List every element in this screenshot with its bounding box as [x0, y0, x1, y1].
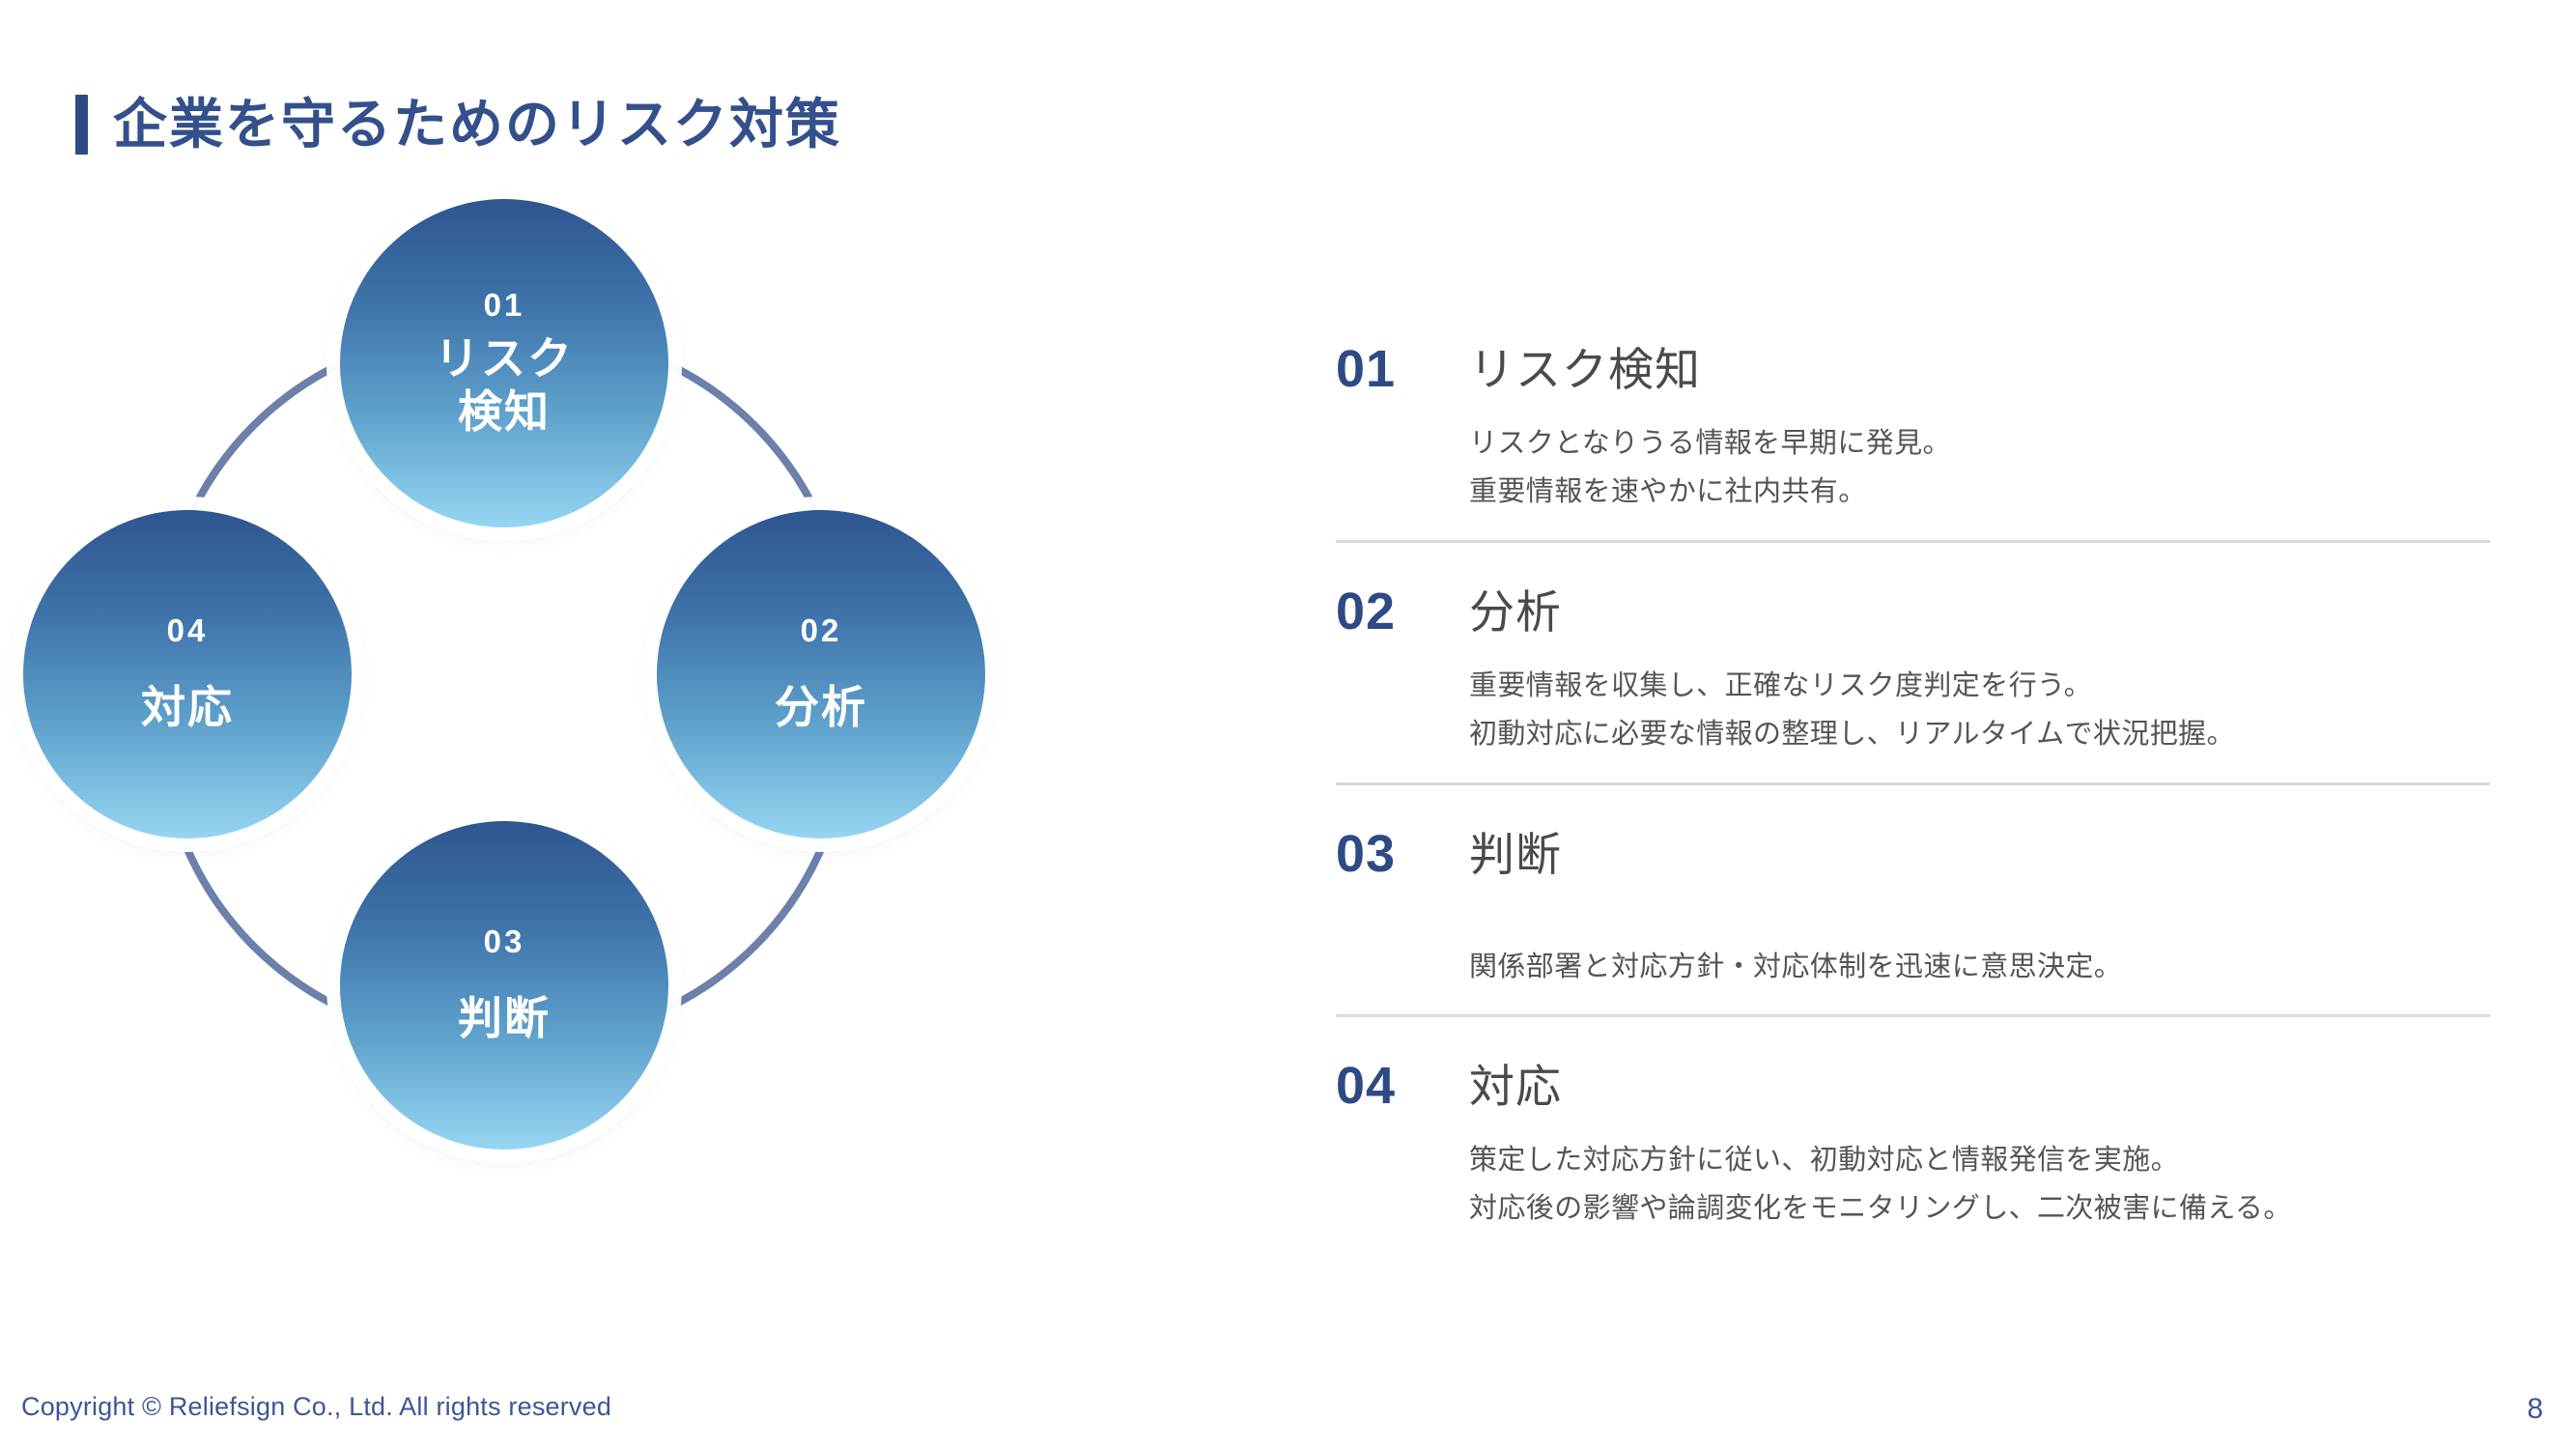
list-item-title: 対応	[1469, 1061, 1562, 1113]
list-item-header: 04 対応	[1336, 1060, 2490, 1112]
cycle-arc-ring	[184, 355, 825, 1016]
list-item-02: 02 分析 重要情報を収集し、正確なリスク度判定を行う。 初動対応に必要な情報の…	[1336, 585, 2490, 799]
list-item-body-line1: 策定した対応方針に従い、初動対応と情報発信を実施。	[1469, 1145, 2180, 1177]
list-item-body-line1: 関係部署と対応方針・対応体制を迅速に意思決定。	[1469, 951, 2123, 982]
title-label: 企業を守るためのリスク対策	[113, 94, 841, 155]
list-divider	[1336, 1014, 2490, 1018]
page-title: 企業を守るためのリスク対策	[75, 95, 841, 155]
list-item-title: 判断	[1469, 828, 1562, 880]
list-item-04: 04 対応 策定した対応方針に従い、初動対応と情報発信を実施。 対応後の影響や論…	[1336, 1060, 2490, 1247]
list-item-number: 04	[1336, 1057, 1397, 1116]
list-item-title: 分析	[1469, 585, 1562, 638]
cycle-node-label-line2: 検知	[458, 385, 551, 437]
list-item-body: 関係部署と対応方針・対応体制を迅速に意思決定。	[1469, 944, 2490, 992]
list-item-number: 02	[1336, 582, 1397, 640]
list-item-03: 03 判断 関係部署と対応方針・対応体制を迅速に意思決定。	[1336, 828, 2490, 1032]
list-divider	[1336, 539, 2490, 543]
cycle-node-label-line1: 分析	[775, 682, 867, 733]
list-item-title: リスク検知	[1469, 344, 1701, 395]
list-item-body: リスクとなりうる情報を早期に発見。 重要情報を速やかに社内共有。	[1469, 420, 2490, 517]
list-item-body-line2: 対応後の影響や論調変化をモニタリングし、二次被害に備える。	[1469, 1193, 2292, 1225]
cycle-node-number: 02	[800, 612, 842, 649]
cycle-node-02[interactable]: 02 分析	[657, 510, 985, 838]
cycle-node-number: 04	[166, 612, 209, 649]
cycle-node-number: 01	[483, 287, 525, 324]
cycle-node-04[interactable]: 04 対応	[23, 510, 352, 838]
page-number: 8	[2527, 1393, 2543, 1425]
list-item-body-line1: リスクとなりうる情報を早期に発見。	[1469, 428, 1951, 459]
cycle-node-label-line1: 対応	[141, 682, 234, 733]
cycle-node-label-line1: リスク	[435, 333, 574, 384]
list-item-header: 01 リスク検知	[1336, 343, 2490, 395]
list-item-body-line2: 重要情報を速やかに社内共有。	[1469, 475, 1867, 507]
cycle-node-03[interactable]: 03 判断	[340, 821, 668, 1150]
list-divider	[1336, 781, 2490, 785]
copyright-text: Copyright © Reliefsign Co., Ltd. All rig…	[21, 1392, 612, 1421]
cycle-node-01[interactable]: 01 リスク 検知	[340, 199, 668, 527]
list-item-01: 01 リスク検知 リスクとなりうる情報を早期に発見。 重要情報を速やかに社内共有…	[1336, 343, 2490, 556]
cycle-diagram: 01 リスク 検知 02 分析 03 判断 04 対応	[23, 199, 1285, 1352]
list-item-body-line2: 初動対応に必要な情報の整理し、リアルタイムで状況把握。	[1469, 718, 2235, 750]
list-item-body: 策定した対応方針に従い、初動対応と情報発信を実施。 対応後の影響や論調変化をモニ…	[1469, 1137, 2490, 1234]
title-accent-bar	[75, 95, 88, 155]
list-item-body-line1: 重要情報を収集し、正確なリスク度判定を行う。	[1469, 669, 2093, 701]
cycle-node-label-line1: 判断	[458, 993, 551, 1044]
list-item-header: 03 判断	[1336, 828, 2490, 880]
list-item-number: 01	[1336, 340, 1397, 398]
cycle-node-number: 03	[483, 923, 525, 960]
list-item-number: 03	[1336, 824, 1397, 883]
list-item-body: 重要情報を収集し、正確なリスク度判定を行う。 初動対応に必要な情報の整理し、リア…	[1469, 663, 2490, 759]
step-list: 01 リスク検知 リスクとなりうる情報を早期に発見。 重要情報を速やかに社内共有…	[1336, 343, 2490, 1247]
list-item-header: 02 分析	[1336, 585, 2490, 638]
